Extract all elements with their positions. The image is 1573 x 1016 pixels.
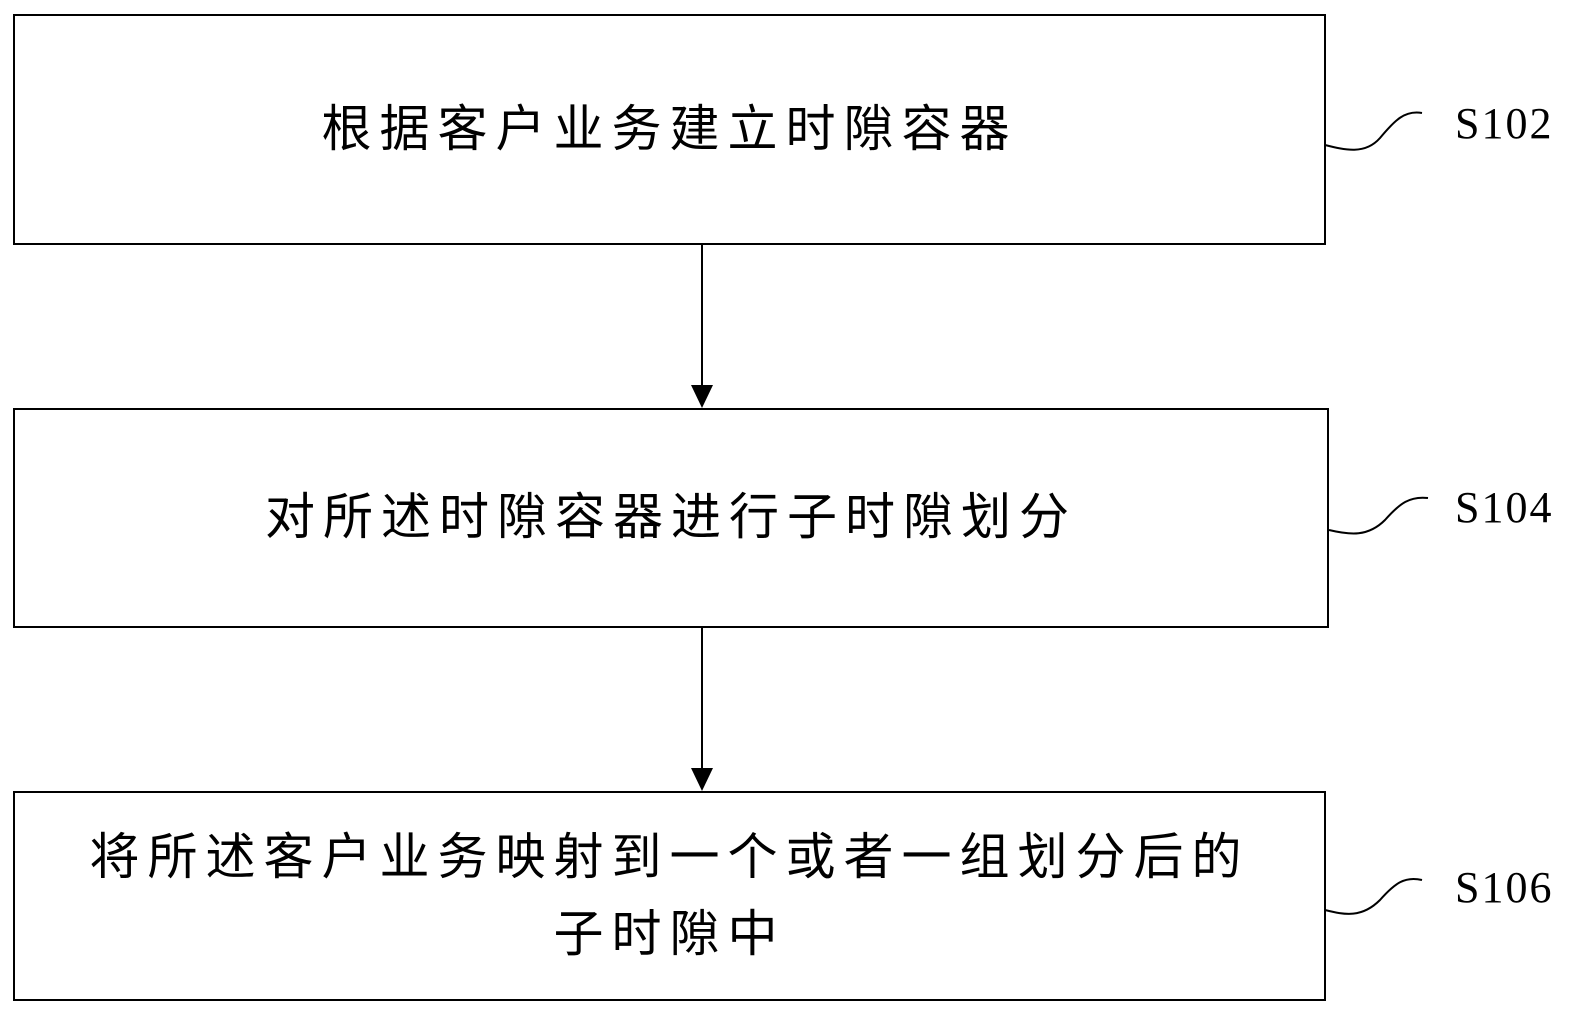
step-label-s102: S102 xyxy=(1455,99,1554,148)
leader-line-s102 xyxy=(1324,111,1423,151)
arrowhead-s104 xyxy=(691,385,713,408)
step-box-s104: 对所述时隙容器进行子时隙划分 xyxy=(13,408,1329,628)
step-label-s104: S104 xyxy=(1455,483,1554,532)
step-text-s106: 将所述客户业务映射到一个或者一组划分后的 子时隙中 xyxy=(89,827,1250,964)
step-text-s104: 对所述时隙容器进行子时隙划分 xyxy=(265,488,1077,547)
step-label-s106: S106 xyxy=(1455,863,1554,912)
leader-line-s106 xyxy=(1324,878,1423,915)
step-text-s102: 根据客户业务建立时隙容器 xyxy=(321,99,1018,158)
arrowhead-s106 xyxy=(691,768,713,791)
step-box-s102: 根据客户业务建立时隙容器 xyxy=(13,14,1326,245)
leader-line-s104 xyxy=(1328,496,1429,535)
step-box-s106: 将所述客户业务映射到一个或者一组划分后的 子时隙中 xyxy=(13,791,1326,1001)
